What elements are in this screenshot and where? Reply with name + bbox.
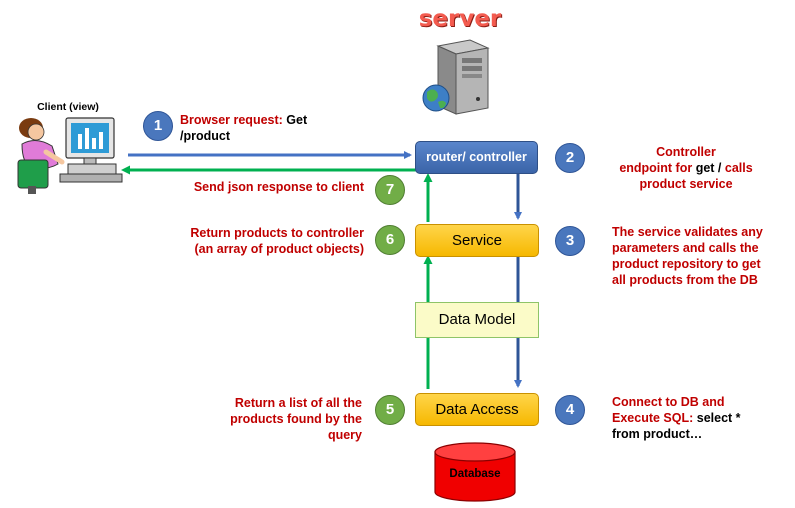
database-node: Database [433,442,517,504]
step-5-badge: 5 [375,395,405,425]
step-4-note: Connect to DB and Execute SQL: select * … [612,395,741,441]
step-2-note: Controller endpoint for get / calls prod… [619,145,753,191]
step-1-note: Browser request: Get /product [180,113,308,143]
client-label: Client (view) [37,101,99,113]
step-7-badge: 7 [375,175,405,205]
database-label: Database [449,468,501,480]
step-7-note: Send json response to client [193,180,364,194]
data-access-node: Data Access [415,393,539,426]
step-4-badge: 4 [555,395,585,425]
server-title: server [418,6,502,32]
service-node: Service [415,224,539,257]
server-tower-icon [418,36,498,116]
step-6-note: Return products to controller (an array … [190,226,364,256]
database-cylinder-icon [434,442,516,502]
step-3-badge: 3 [555,226,585,256]
step-6-badge: 6 [375,225,405,255]
step-5-note: Return a list of all the products found … [230,396,362,442]
router-controller-node: router/ controller [415,141,538,174]
step-2-badge: 2 [555,143,585,173]
step-3-note: The service validates any parameters and… [612,225,763,287]
step-1-badge: 1 [143,111,173,141]
data-model-node: Data Model [415,302,539,338]
client-computer-user-icon [14,112,124,196]
